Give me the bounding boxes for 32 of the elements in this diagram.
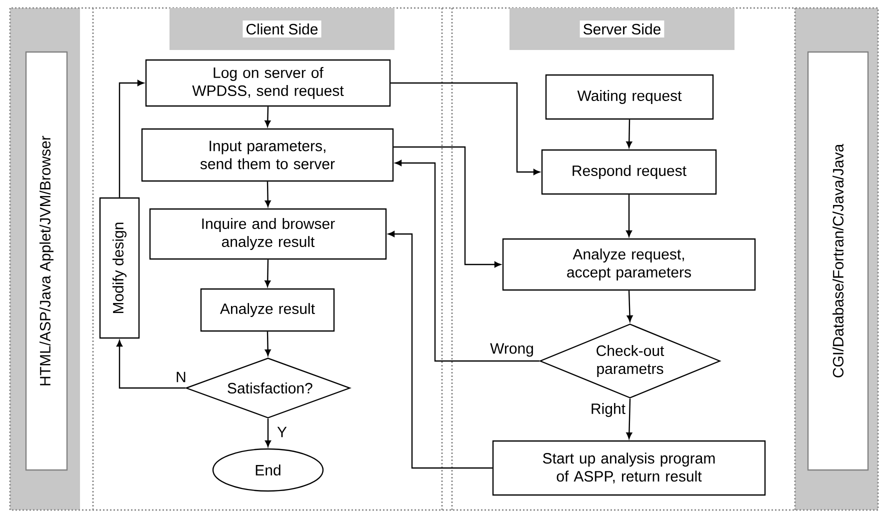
edge-label: Y [276,426,288,438]
arrow [626,290,633,322]
technology-panel: CGI/Database/Fortran/C/Java/Java [807,51,869,471]
process-box: Analyze result [200,288,335,332]
edge-label: N [174,370,188,384]
arrow [264,260,271,287]
process-box: Analyze request, accept parameters [502,238,756,291]
arrow [264,332,271,356]
technology-panel: HTML/ASP/Java Applet/JVM/Browser [25,51,68,471]
arrow [390,82,540,175]
process-box: Waiting request [545,74,714,120]
arrow [118,80,144,198]
column-header: Client Side [170,8,394,50]
arrow [265,418,271,447]
process-box: Modify design [99,197,140,339]
edge-label: Wrong [489,342,535,358]
process-box: Start up analysis program of ASPP, return result [492,440,766,496]
process-box: Input parameters, send them to server [141,128,394,182]
arrow [116,340,186,389]
process-box: Inquire and browser analyze result [149,208,387,260]
arrow [394,146,501,268]
arrow [626,120,632,148]
arrow [626,398,632,439]
process-box: Respond request [541,149,717,195]
arrow [264,182,271,207]
arrow [388,231,492,469]
process-box: Log on server of WPDSS, send request [145,59,391,107]
column-header: Server Side [510,8,734,50]
edge-label: Right [590,402,627,418]
arrow [395,160,540,362]
arrow [626,194,632,237]
arrow [264,106,271,127]
